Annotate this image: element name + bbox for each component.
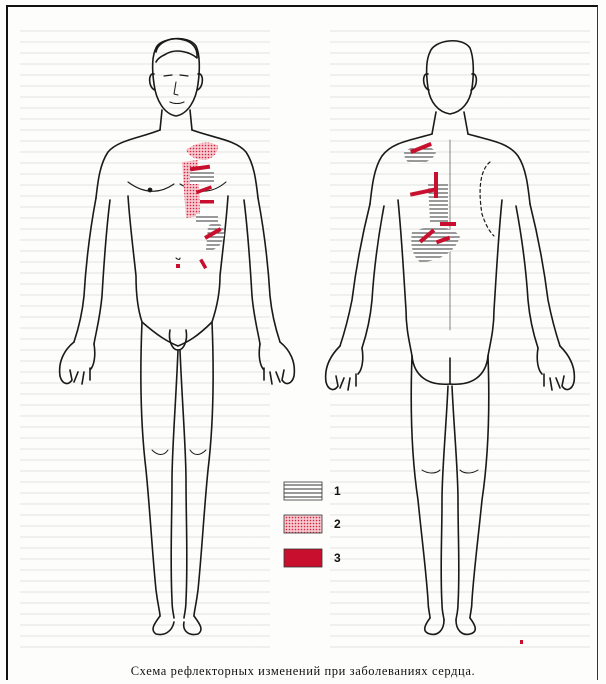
legend-label-3: 3 xyxy=(334,551,341,565)
legend-label-1: 1 xyxy=(334,484,341,498)
legend-swatch-hatch xyxy=(284,482,322,500)
front-figure xyxy=(60,39,295,635)
legend-swatch-red xyxy=(284,549,322,567)
legend-swatch-dots xyxy=(284,515,322,533)
legend-label-2: 2 xyxy=(334,517,341,531)
front-reflex-zones xyxy=(176,143,224,270)
back-reflex-zones xyxy=(404,142,523,644)
back-figure xyxy=(326,41,575,635)
legend xyxy=(284,482,322,567)
figure-caption: Схема рефлекторных изменений при заболев… xyxy=(0,664,606,679)
